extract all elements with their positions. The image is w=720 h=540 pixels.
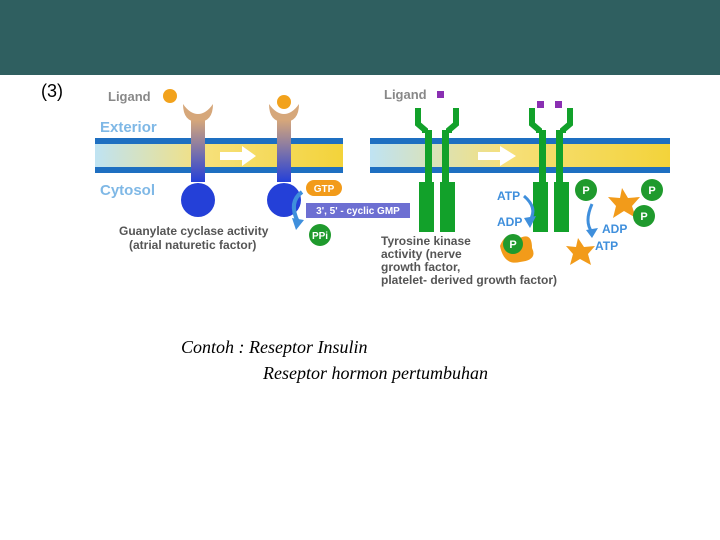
bound-ligand-dot bbox=[277, 95, 291, 109]
cgmp-bar bbox=[306, 203, 410, 218]
guanylate-activity-line1: Guanylate cyclase activity bbox=[119, 224, 269, 238]
gtp-badge bbox=[306, 180, 342, 196]
tyrosine-activity-line3: growth factor, bbox=[381, 260, 460, 274]
phosphate-4-label: P bbox=[640, 211, 647, 223]
guanylate-receptor-1 bbox=[181, 104, 215, 217]
left-ligand-dot bbox=[163, 89, 177, 103]
left-ligand-label: Ligand bbox=[108, 89, 151, 104]
phosphate-1-label: P bbox=[509, 239, 516, 251]
phosphate-3-label: P bbox=[648, 185, 655, 197]
tyrosine-receptor-1 bbox=[415, 108, 459, 232]
phosphate-2-label: P bbox=[582, 185, 589, 197]
ppi-label: PPi bbox=[312, 231, 328, 242]
phosphate-1 bbox=[503, 234, 523, 254]
tyrosine-activity-line4: platelet- derived growth factor) bbox=[381, 273, 557, 287]
right-ligand-square bbox=[437, 91, 444, 98]
tyrosine-activity-line1: Tyrosine kinase bbox=[381, 234, 471, 248]
ppi-badge bbox=[309, 224, 331, 246]
cytosol-label: Cytosol bbox=[100, 182, 155, 199]
atp-arrow-left bbox=[522, 194, 535, 221]
right-ligand-label: Ligand bbox=[384, 87, 427, 102]
signal-arrow-right bbox=[478, 146, 516, 166]
left-membrane bbox=[95, 138, 343, 173]
exterior-label: Exterior bbox=[100, 119, 157, 136]
guanylate-receptor-2 bbox=[267, 95, 301, 217]
atp-left-label: ATP bbox=[497, 189, 520, 203]
right-panel: Ligand ATP ADP P bbox=[370, 87, 670, 287]
slide-number: (3) bbox=[41, 81, 63, 101]
bound-ligand-square-2 bbox=[555, 101, 562, 108]
gtp-label: GTP bbox=[314, 184, 335, 195]
signal-arrow-left bbox=[220, 146, 256, 166]
left-panel: Ligand Exterior Cytosol GTP 3', 5' - cyc… bbox=[95, 89, 410, 252]
star-substrate-2 bbox=[566, 238, 595, 265]
caption-line-2: Reseptor hormon pertumbuhan bbox=[263, 363, 488, 383]
star-substrate-1 bbox=[608, 188, 640, 218]
caption-line-1: Contoh : Reseptor Insulin bbox=[181, 337, 368, 357]
cgmp-label: 3', 5' - cyclic GMP bbox=[316, 206, 400, 217]
conversion-arrow bbox=[291, 190, 304, 223]
title-bar bbox=[0, 0, 720, 75]
atp-right-label: ATP bbox=[595, 239, 618, 253]
tyrosine-receptor-2 bbox=[529, 101, 573, 232]
receptor-diagram: Ligand Exterior Cytosol GTP 3', 5' - cyc… bbox=[95, 87, 670, 287]
right-membrane bbox=[370, 138, 670, 173]
bound-ligand-square-1 bbox=[537, 101, 544, 108]
phosphate-3 bbox=[641, 179, 663, 201]
caption-block: Contoh : Reseptor Insulin Reseptor hormo… bbox=[181, 334, 488, 386]
tyrosine-activity-line2: activity (nerve bbox=[381, 247, 462, 261]
adp-right-label: ADP bbox=[602, 222, 627, 236]
phosphate-4 bbox=[633, 205, 655, 227]
guanylate-activity-line2: (atrial naturetic factor) bbox=[129, 238, 256, 252]
phosphate-2 bbox=[575, 179, 597, 201]
adp-left-label: ADP bbox=[497, 215, 522, 229]
kinase-arrow-right bbox=[586, 203, 594, 233]
